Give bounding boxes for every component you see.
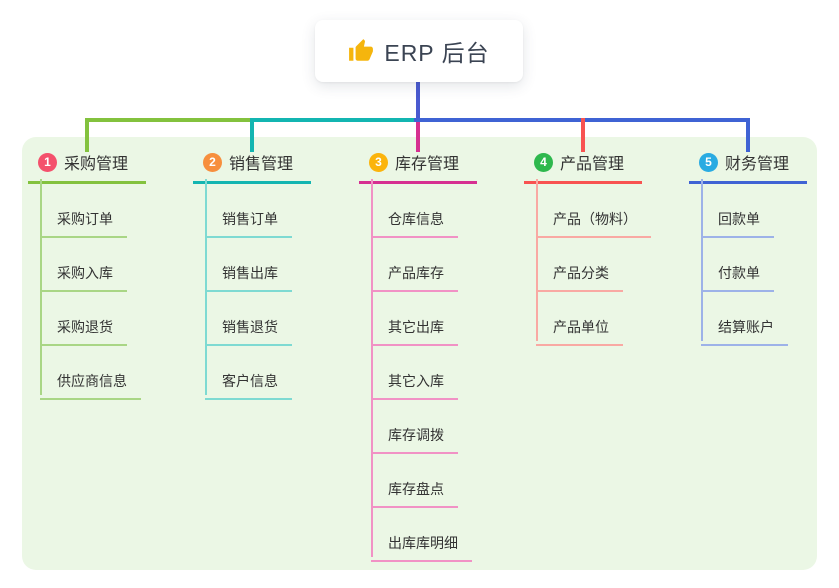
branch-badge-3: 3 [369,152,388,172]
connector-drop-branch-2 [250,118,254,152]
branch-5: 5 财务管理回款单付款单结算账户 [689,150,839,346]
child-node[interactable]: 其它出库 [371,317,458,346]
branch-badge-4: 4 [534,152,553,172]
branch-children: 采购订单采购入库采购退货供应商信息 [28,184,178,400]
branch-header-2[interactable]: 2 销售管理 [193,150,311,184]
branch-1: 1 采购管理采购订单采购入库采购退货供应商信息 [28,150,178,400]
branch-label: 采购管理 [64,156,129,173]
branch-child-spine [205,179,207,395]
child-node[interactable]: 库存调拨 [371,425,458,454]
child-node-row: 客户信息 [193,346,343,400]
child-node-row: 采购退货 [28,292,178,346]
branch-badge-5: 5 [699,152,718,172]
child-node-row: 采购入库 [28,238,178,292]
root-title: ERP 后台 [384,40,490,66]
child-node-row: 库存盘点 [359,454,509,508]
branch-child-spine [701,179,703,341]
child-node[interactable]: 付款单 [701,263,774,292]
branch-children: 仓库信息产品库存其它出库其它入库库存调拨库存盘点出库库明细 [359,184,509,562]
child-node-row: 产品库存 [359,238,509,292]
branch-label: 财务管理 [725,156,790,173]
connector-drop-branch-3 [416,122,420,152]
child-node[interactable]: 客户信息 [205,371,292,400]
child-node-row: 其它入库 [359,346,509,400]
child-node[interactable]: 销售出库 [205,263,292,292]
branch-child-spine [40,179,42,395]
child-node[interactable]: 结算账户 [701,317,788,346]
child-node[interactable]: 库存盘点 [371,479,458,508]
branch-child-spine [536,179,538,341]
branch-2: 2 销售管理销售订单销售出库销售退货客户信息 [193,150,343,400]
branch-badge-1: 1 [38,152,57,172]
branch-4: 4 产品管理产品（物料） 产品分类产品单位 [524,150,674,346]
branch-header-5[interactable]: 5 财务管理 [689,150,807,184]
child-node-row: 销售退货 [193,292,343,346]
branch-3: 3 库存管理仓库信息产品库存其它出库其它入库库存调拨库存盘点出库库明细 [359,150,509,562]
child-node[interactable]: 产品分类 [536,263,623,292]
child-node-row: 采购订单 [28,184,178,238]
child-node[interactable]: 销售退货 [205,317,292,346]
connector-drop-branch-5 [746,118,750,152]
branch-label: 销售管理 [229,156,294,173]
child-node-row: 仓库信息 [359,184,509,238]
branch-badge-2: 2 [203,152,222,172]
branch-label: 库存管理 [395,156,460,173]
child-node[interactable]: 仓库信息 [371,209,458,238]
child-node-row: 结算账户 [689,292,839,346]
child-node[interactable]: 采购订单 [40,209,127,238]
connector-drop-branch-4 [581,118,585,152]
child-node-row: 产品（物料） [524,184,674,238]
branches-panel [22,137,817,570]
branch-header-1[interactable]: 1 采购管理 [28,150,146,184]
child-node-row: 供应商信息 [28,346,178,400]
child-node[interactable]: 供应商信息 [40,371,141,400]
child-node-row: 销售出库 [193,238,343,292]
connector-root-stem [416,82,420,121]
child-node[interactable]: 回款单 [701,209,774,238]
connector-bus-left [85,118,254,122]
branch-children: 回款单付款单结算账户 [689,184,839,346]
child-node-row: 回款单 [689,184,839,238]
child-node-row: 产品分类 [524,238,674,292]
child-node[interactable]: 出库库明细 [371,533,472,562]
child-node-row: 库存调拨 [359,400,509,454]
child-node[interactable]: 产品库存 [371,263,458,292]
child-node-row: 产品单位 [524,292,674,346]
child-node-row: 销售订单 [193,184,343,238]
child-node[interactable]: 产品单位 [536,317,623,346]
child-node-row: 其它出库 [359,292,509,346]
child-node[interactable]: 采购退货 [40,317,127,346]
child-node[interactable]: 采购入库 [40,263,127,292]
branch-children: 销售订单销售出库销售退货客户信息 [193,184,343,400]
child-node-row: 出库库明细 [359,508,509,562]
branch-label: 产品管理 [560,156,625,173]
child-node[interactable]: 产品（物料） [536,209,651,238]
branch-header-4[interactable]: 4 产品管理 [524,150,642,184]
child-node[interactable]: 销售订单 [205,209,292,238]
child-node[interactable]: 其它入库 [371,371,458,400]
branch-child-spine [371,179,373,557]
branch-children: 产品（物料） 产品分类产品单位 [524,184,674,346]
thumbs-up-icon [348,38,374,64]
branch-header-3[interactable]: 3 库存管理 [359,150,477,184]
connector-bus-mid [250,118,420,122]
child-node-row: 付款单 [689,238,839,292]
root-node[interactable]: ERP 后台 [315,20,523,82]
connector-drop-branch-1 [85,118,89,152]
